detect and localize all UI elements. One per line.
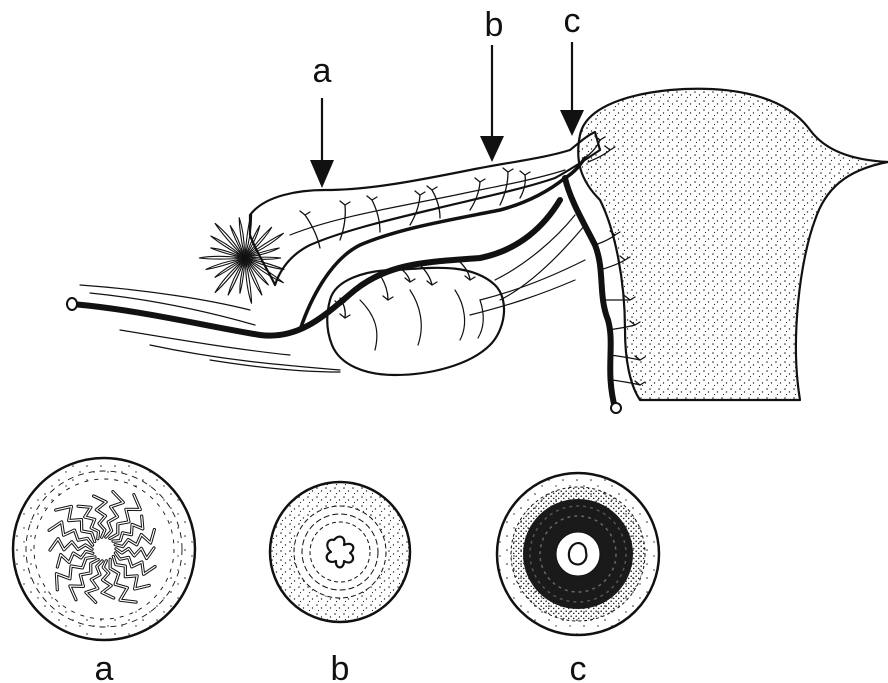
vessel-branch	[503, 168, 513, 172]
vessel-branch	[475, 178, 485, 182]
arrow-label-a: a	[313, 52, 332, 90]
vessel-branch	[427, 186, 437, 190]
blood-vessels	[67, 158, 621, 413]
arrow-a: a	[310, 52, 334, 188]
vessel-branch	[470, 182, 480, 210]
vessel-branch	[300, 211, 310, 215]
vessel-branch	[340, 201, 350, 205]
cross-section-a	[13, 458, 195, 640]
cross-section-b	[270, 482, 410, 622]
vessel-branch	[520, 171, 530, 175]
vessel-branch	[415, 191, 425, 195]
fimbriae	[199, 212, 284, 303]
section-label-b: b	[331, 650, 350, 683]
vessel-branch	[372, 200, 380, 232]
section-label-c: c	[570, 650, 587, 683]
arrow-label-c: c	[564, 2, 581, 40]
vessel-branch	[432, 190, 440, 218]
uterus	[578, 89, 888, 400]
cross-section-c	[497, 473, 659, 635]
vessel-branch	[367, 196, 377, 200]
arrow-b: b	[480, 6, 504, 162]
arrow-label-b: b	[485, 6, 504, 44]
vessel-branch	[500, 172, 508, 205]
section-label-a: a	[95, 650, 114, 683]
vessel-branch	[410, 195, 420, 225]
vessel-branch	[595, 235, 615, 245]
ovary	[327, 268, 504, 375]
arrow-c: c	[560, 2, 584, 136]
